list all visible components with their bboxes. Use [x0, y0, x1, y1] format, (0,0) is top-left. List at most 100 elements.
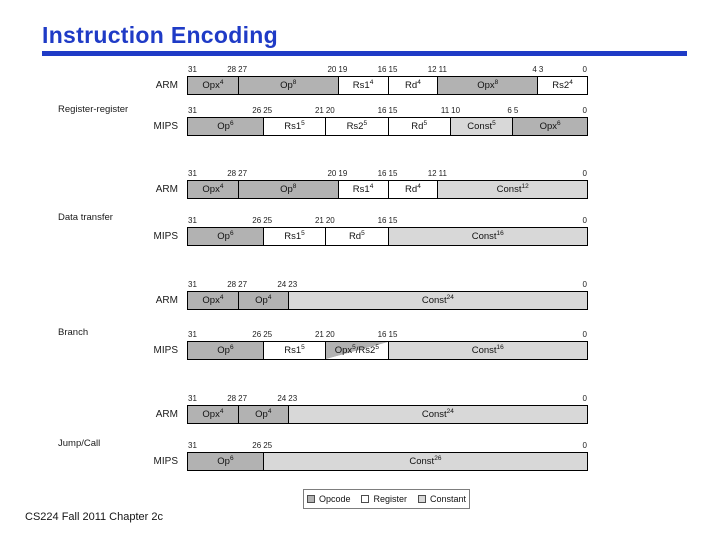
bit-label-high: 31: [188, 441, 197, 450]
field-box: Const16: [387, 228, 587, 245]
bit-cell: 23 0: [287, 280, 588, 291]
bit-label-low: 6: [507, 106, 512, 115]
bit-label-low: 26: [252, 216, 262, 225]
bit-cell: 15 0: [388, 330, 589, 341]
bit-label-low: 0: [582, 106, 587, 115]
bit-label-low: 4: [532, 65, 537, 74]
opcode-swatch-icon: [306, 495, 315, 503]
field-box: Rs14: [337, 181, 388, 198]
bit-label-high: 20: [325, 106, 335, 115]
bit-label-high: 31: [188, 280, 197, 289]
field-label: Rd4: [405, 182, 421, 195]
field-box: Opx4: [188, 181, 238, 198]
bit-label-low: 16: [377, 216, 387, 225]
field-label: Rs15: [284, 119, 305, 132]
bit-label-high: 31: [188, 65, 197, 74]
field-box: Rs24: [537, 77, 587, 94]
bit-label-high: 5: [513, 106, 519, 115]
bit-label-low: 24: [277, 394, 287, 403]
legend-item: Register: [361, 494, 407, 504]
field-label: Op4: [255, 293, 272, 306]
arch-label: MIPS: [153, 456, 178, 467]
bit-label-high: 23: [288, 394, 298, 403]
bit-label-low: 26: [252, 441, 262, 450]
bit-label-high: 31: [188, 106, 197, 115]
bit-label-low: 21: [314, 216, 324, 225]
bit-cell: 25 0: [262, 441, 588, 452]
arch-label: MIPS: [153, 231, 178, 242]
bit-label-low: 12: [427, 65, 437, 74]
bit-label-low: 0: [582, 441, 587, 450]
group-label: Branch: [58, 327, 89, 338]
field-label: Const24: [421, 293, 454, 306]
field-label: Op8: [280, 182, 297, 195]
field-label: Op8: [280, 78, 297, 91]
bit-label-high: 23: [288, 280, 298, 289]
legend-label: Register: [373, 494, 407, 504]
bit-label-high: 25: [263, 106, 273, 115]
field-label: Rs14: [352, 78, 374, 91]
bit-label-low: 0: [582, 65, 587, 74]
field-box: Op6: [188, 453, 263, 470]
arch-label: ARM: [155, 409, 178, 420]
bit-label-low: 21: [314, 106, 324, 115]
bit-label-low: 28: [227, 65, 237, 74]
legend-label: Constant: [430, 494, 467, 504]
field-box: Rs15: [262, 228, 326, 245]
arch-label: ARM: [155, 80, 178, 91]
field-label: Rd5: [348, 229, 365, 242]
bit-cell: 31 28: [187, 65, 237, 76]
bit-cell: 25 21: [262, 216, 325, 227]
field-box: Op8: [237, 77, 338, 94]
field-box: Opx5/Rs25: [325, 342, 388, 359]
bit-label-low: 16: [377, 65, 387, 74]
footer-text: CS224 Fall 2011 Chapter 2c: [25, 511, 163, 523]
field-box: Rs25: [325, 118, 388, 135]
field-box: Rs15: [262, 342, 326, 359]
field-label: Opx4: [202, 182, 224, 195]
bit-label-low: 12: [427, 169, 437, 178]
arch-label: MIPS: [153, 121, 178, 132]
bit-label-low: 0: [582, 330, 587, 339]
bit-label-high: 15: [388, 106, 398, 115]
bit-label-low: 0: [582, 280, 587, 289]
field-label: Op6: [217, 454, 234, 467]
bit-label-high: 25: [263, 216, 273, 225]
field-box: Rs15: [262, 118, 326, 135]
bit-cell: 31 26: [187, 441, 262, 452]
bit-cell: 27 24: [237, 394, 287, 405]
bit-label-high: 20: [325, 330, 335, 339]
field-label: Const24: [421, 407, 454, 420]
bit-label-high: 25: [263, 441, 273, 450]
bit-label-high: 27: [238, 394, 248, 403]
bit-label-high: 10: [451, 106, 461, 115]
field-label: Const16: [471, 343, 504, 356]
field-label: Rs14: [352, 182, 374, 195]
field-label: Const5: [467, 119, 496, 132]
bit-label-high: 15: [388, 330, 398, 339]
field-box: Rd5: [325, 228, 388, 245]
